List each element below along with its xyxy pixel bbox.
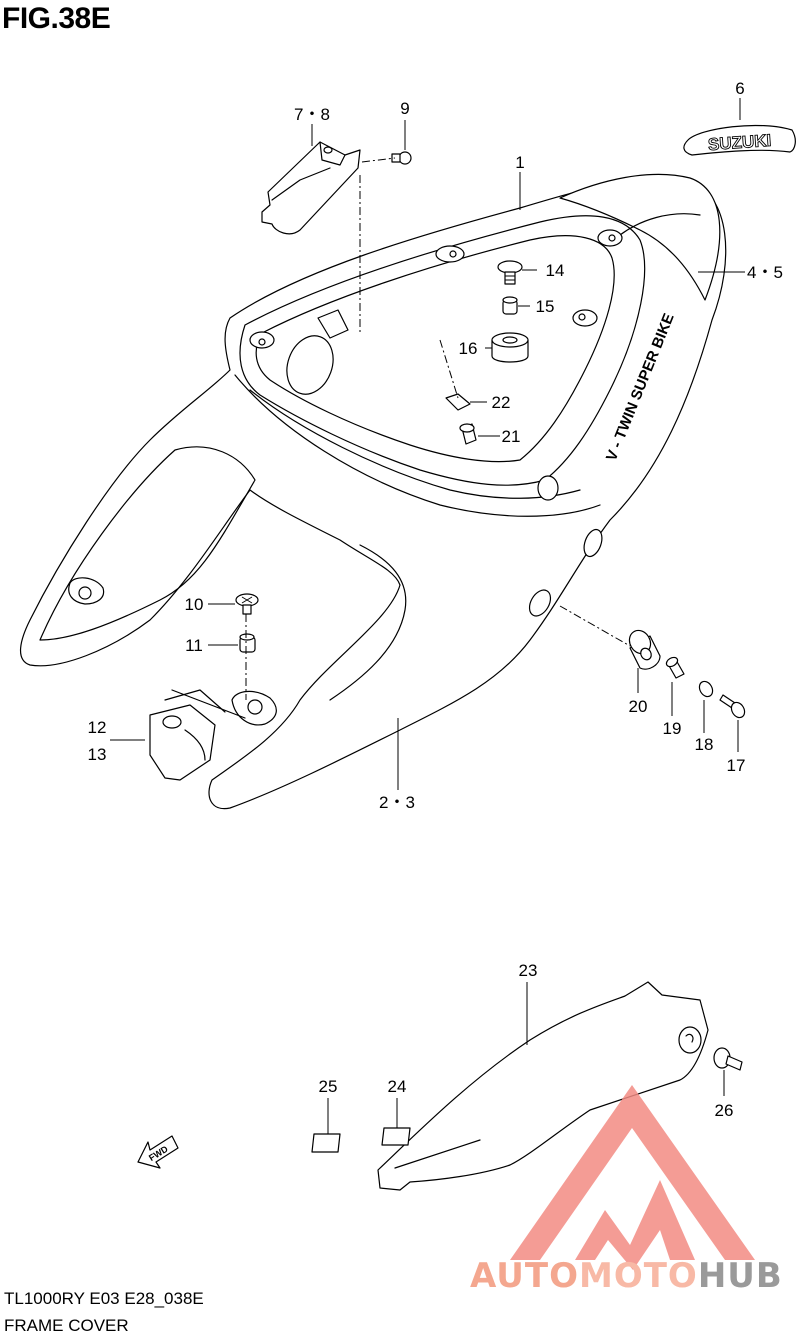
pad-25 [311, 1133, 341, 1153]
label-7-8: 7・8 [294, 105, 330, 124]
label-25: 25 [319, 1077, 338, 1096]
screw-10 [235, 593, 259, 615]
label-14: 14 [546, 261, 565, 280]
pad-24 [381, 1127, 411, 1146]
label-21: 21 [502, 427, 521, 446]
label-15: 15 [536, 297, 555, 316]
seat-tail-cover: V - TWIN SUPER BIKE [20, 173, 727, 810]
rear-bracket [261, 141, 361, 235]
suzuki-emblem: SUZUKI [683, 124, 796, 156]
label-11: 11 [185, 636, 203, 655]
label-12: 12 [88, 718, 107, 737]
label-20: 20 [629, 697, 648, 716]
label-26: 26 [715, 1101, 734, 1120]
collar-19 [665, 656, 685, 679]
inner-fasteners [445, 260, 529, 445]
label-19: 19 [663, 719, 682, 738]
label-9: 9 [400, 99, 409, 118]
label-17: 17 [727, 756, 746, 775]
watermark-auto: AUTO [470, 1256, 579, 1296]
label-16: 16 [459, 339, 478, 358]
label-6: 6 [735, 79, 744, 98]
washer-18 [698, 680, 714, 698]
figure-code: TL1000RY E03 E28_038E [4, 1289, 204, 1308]
clip [317, 309, 349, 339]
under-cover [377, 981, 709, 1191]
part-labels: 1 2・3 4・5 6 7・8 9 10 11 12 13 14 15 16 1… [88, 79, 783, 1120]
rubber-mount [149, 689, 246, 781]
watermark-hub: HUB [697, 1256, 783, 1296]
label-24: 24 [388, 1077, 407, 1096]
bolt-17 [719, 694, 746, 719]
automotohub-logo-icon [510, 1085, 755, 1270]
collar-11 [239, 633, 256, 653]
rivet-26 [713, 1047, 743, 1071]
label-4-5: 4・5 [747, 263, 783, 282]
label-2-3: 2・3 [379, 793, 415, 812]
watermark-moto: MOTO [578, 1256, 698, 1296]
label-23: 23 [519, 961, 538, 980]
label-1: 1 [515, 153, 524, 172]
figure-name: FRAME COVER [4, 1316, 129, 1335]
watermark-text: AUTOMOTOHUB [470, 1256, 783, 1296]
figure-title: FIG.38E [2, 2, 111, 35]
grommet-20 [628, 629, 661, 670]
label-18: 18 [695, 735, 714, 754]
label-10: 10 [185, 595, 204, 614]
label-13: 13 [88, 745, 107, 764]
screw-9 [391, 151, 412, 165]
fwd-arrow-icon: FWD [137, 1135, 179, 1169]
label-22: 22 [492, 393, 511, 412]
leader-lines [110, 98, 745, 1134]
